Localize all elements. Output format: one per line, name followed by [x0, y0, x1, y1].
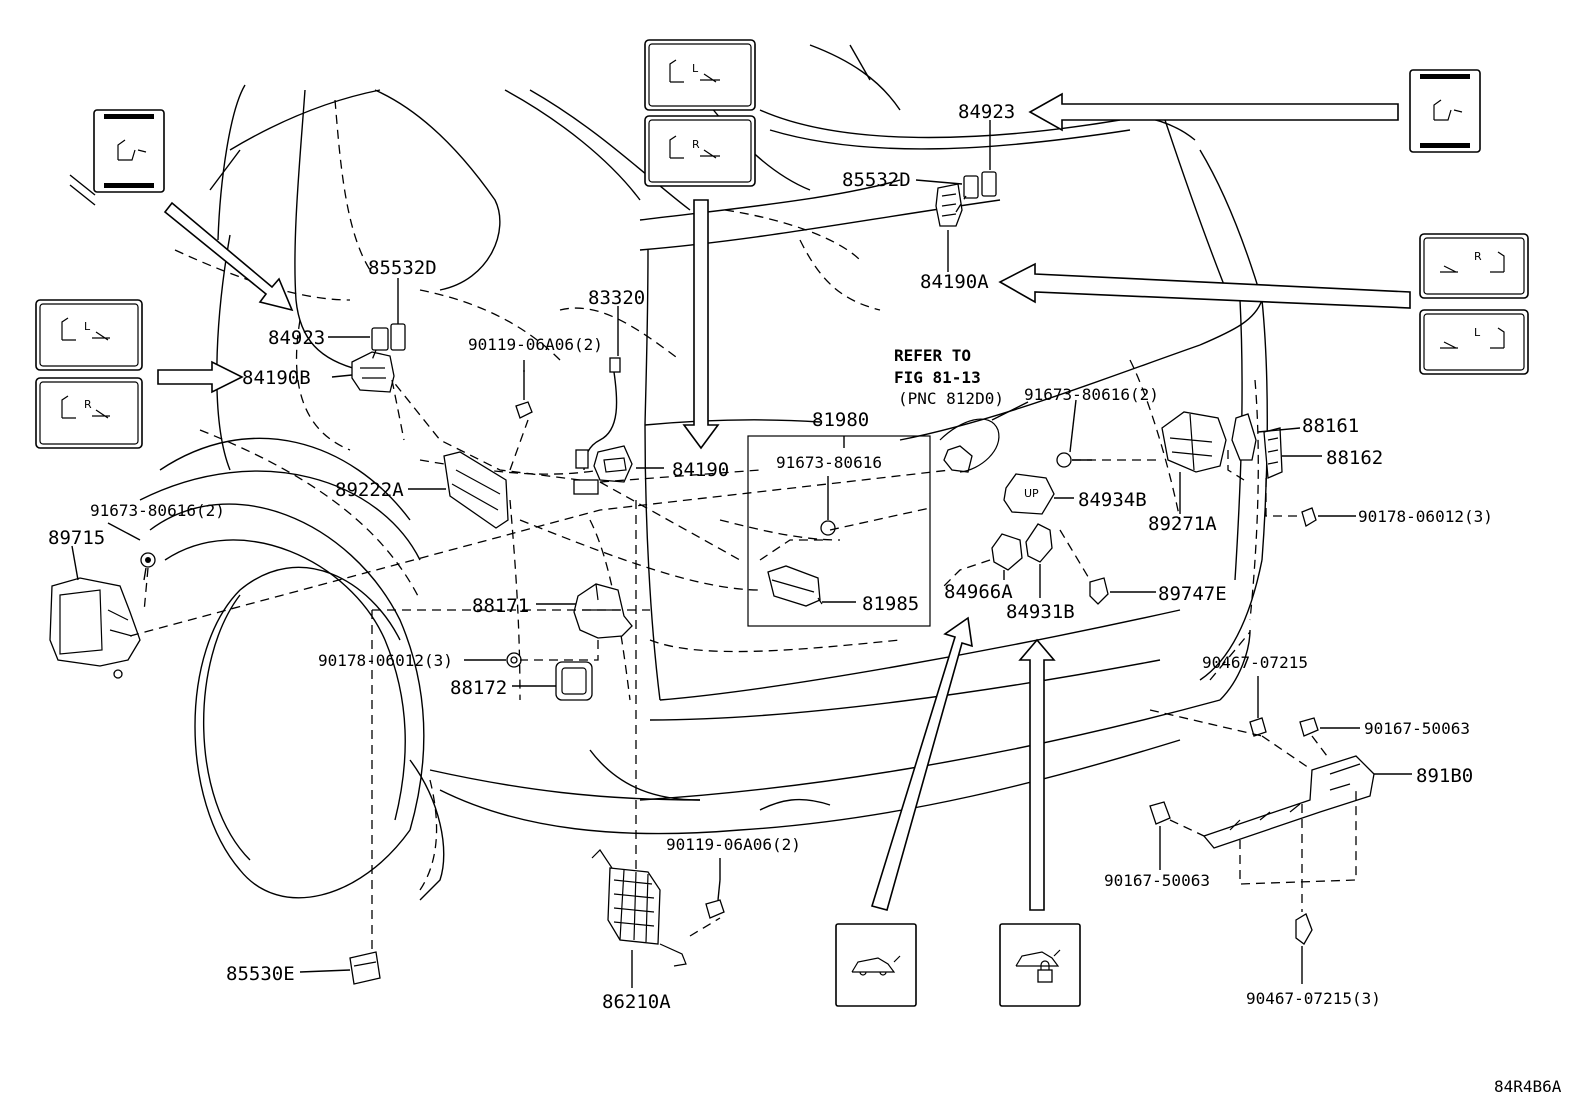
label-84190A: 84190A	[920, 271, 989, 293]
part-84923-top	[981, 171, 997, 197]
switch-l-glyph: L	[84, 320, 91, 333]
label-88161: 88161	[1302, 415, 1359, 437]
seat-switch-icon-left-l: L	[35, 299, 143, 371]
label-84934B: 84934B	[1078, 489, 1147, 511]
part-88171	[573, 583, 633, 639]
label-88162: 88162	[1326, 447, 1383, 469]
label-88171: 88171	[472, 595, 529, 617]
part-83320	[609, 357, 621, 373]
part-84190	[593, 445, 633, 483]
switch-l-glyph: L	[1474, 326, 1481, 339]
part-88161	[1231, 413, 1257, 461]
switch-r-glyph: R	[692, 138, 700, 151]
part-891B0	[1202, 755, 1375, 849]
switch-l-glyph: L	[692, 62, 699, 75]
label-89715: 89715	[48, 527, 105, 549]
part-88162	[1263, 427, 1283, 479]
bolt-90119-bottom	[705, 899, 725, 919]
seat-switch-icon-right-l: L	[1419, 309, 1529, 375]
part-89747E	[1089, 577, 1109, 605]
label-84923-top: 84923	[958, 101, 1015, 123]
seat-switch-icon-left-upper	[93, 109, 165, 193]
part-84934B	[1003, 473, 1055, 515]
seat-switch-icon-right-r: R	[1419, 233, 1529, 299]
back-door-open-icon	[835, 923, 917, 1007]
seat-switch-icon-right-upper	[1409, 69, 1481, 153]
refer-line-1: REFER TO	[894, 346, 971, 365]
label-81980: 81980	[812, 409, 869, 431]
refer-part	[943, 445, 973, 473]
clip-90178-right	[1301, 507, 1317, 527]
screw-90467-top	[1249, 717, 1267, 737]
label-90119-top: 90119-06A06(2)	[468, 335, 603, 354]
seat-switch-icon-top-r: R	[644, 115, 756, 187]
part-85532D-left	[390, 323, 406, 351]
part-88172	[555, 661, 593, 701]
part-89271A	[1161, 411, 1227, 473]
screw-90167-right	[1299, 717, 1319, 737]
part-89222A	[443, 451, 509, 529]
seat-switch-icon-left-r: R	[35, 377, 143, 449]
clip-90467-bottom	[1295, 913, 1313, 945]
leader-lines	[71, 120, 1412, 988]
back-door-lock-icon	[999, 923, 1081, 1007]
bolt-90167-left	[1149, 801, 1171, 825]
label-84190: 84190	[672, 459, 729, 481]
label-84923-left: 84923	[268, 327, 325, 349]
part-89715	[49, 577, 141, 667]
switch-r-glyph: R	[1474, 250, 1482, 263]
bolt-91673-box	[820, 520, 836, 536]
label-89222A: 89222A	[335, 479, 404, 501]
label-85530E: 85530E	[226, 963, 295, 985]
connector-83320-b	[573, 479, 599, 495]
assembly-box-81980	[747, 435, 931, 627]
label-89271A: 89271A	[1148, 513, 1217, 535]
callout-arrows	[157, 92, 1411, 911]
figure-code: 84R4B6A	[1494, 1077, 1562, 1096]
label-91673-box: 91673-80616	[776, 453, 882, 472]
parts: UP	[49, 171, 1375, 985]
label-91673-right: 91673-80616(2)	[1024, 385, 1159, 404]
label-891B0: 891B0	[1416, 765, 1473, 787]
part-85530E	[349, 951, 381, 985]
label-84966A: 84966A	[944, 581, 1013, 603]
label-90178-right: 90178-06012(3)	[1358, 507, 1493, 526]
switch-r-glyph: R	[84, 398, 92, 411]
label-89747E: 89747E	[1158, 583, 1227, 605]
label-84190B: 84190B	[242, 367, 311, 389]
refer-line-3: (PNC 812D0)	[898, 389, 1004, 408]
connector-83320	[575, 449, 589, 469]
label-86210A: 86210A	[602, 991, 671, 1013]
label-84931B: 84931B	[1006, 601, 1075, 623]
label-83320: 83320	[588, 287, 645, 309]
label-91673-left: 91673-80616(2)	[90, 501, 225, 520]
seat-switch-icon-top-l: L	[644, 39, 756, 111]
part-84966A	[991, 533, 1023, 571]
label-85532D-left: 85532D	[368, 257, 437, 279]
part-84923-left	[371, 327, 389, 351]
label-90467-bottom: 90467-07215(3)	[1246, 989, 1381, 1008]
label-90167-right: 90167-50063	[1364, 719, 1470, 738]
label-85532D-top: 85532D	[842, 169, 911, 191]
label-81985: 81985	[862, 593, 919, 615]
refer-line-2: FIG 81-13	[894, 368, 981, 387]
up-glyph: UP	[1024, 487, 1039, 500]
part-84931B	[1025, 523, 1053, 563]
label-90467-top: 90467-07215	[1202, 653, 1308, 672]
bolt-90119-top	[515, 401, 533, 419]
label-88172: 88172	[450, 677, 507, 699]
part-labels: 85532D 84923 84190B 89222A 91673-80616(2…	[48, 101, 1562, 1096]
bolt-91673-right	[1056, 452, 1072, 468]
label-90119-bottom: 90119-06A06(2)	[666, 835, 801, 854]
label-90178-left: 90178-06012(3)	[318, 651, 453, 670]
label-90167-left: 90167-50063	[1104, 871, 1210, 890]
part-85532D-top	[963, 175, 979, 199]
